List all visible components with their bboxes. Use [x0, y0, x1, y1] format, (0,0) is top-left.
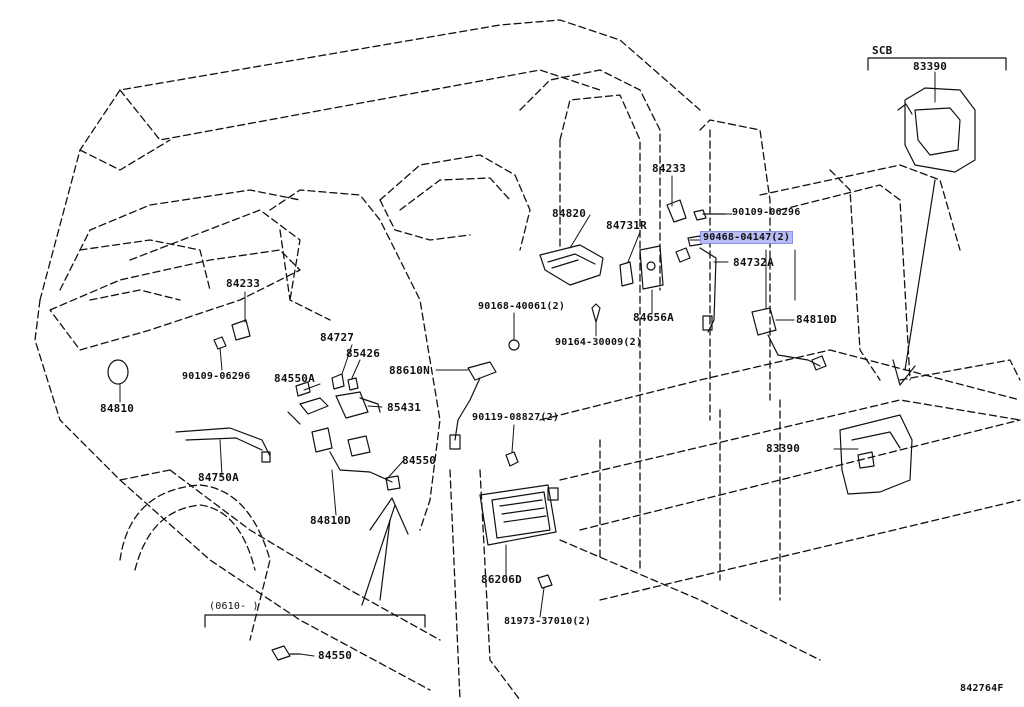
part-90109-06296-right[interactable]: 90109-06296	[732, 207, 801, 218]
part-84810-left[interactable]: 84810	[100, 402, 135, 415]
part-88610N[interactable]: 88610N	[389, 364, 430, 377]
part-86206D[interactable]: 86206D	[481, 573, 522, 586]
part-90109-06296-left[interactable]: 90109-06296	[182, 371, 251, 382]
date-range-bracket-label: (0610- )	[209, 601, 259, 612]
part-90119-08827[interactable]: 90119-08827(2)	[472, 412, 560, 423]
part-84550-bottom[interactable]: 84550	[318, 649, 353, 662]
part-90468-04147-highlighted[interactable]: 90468-04147(2)	[699, 231, 794, 244]
leader-lines	[119, 71, 936, 657]
part-84656A[interactable]: 84656A	[633, 311, 674, 324]
part-84550A[interactable]: 84550A	[274, 372, 315, 385]
cab-outline	[34, 19, 1021, 701]
part-83390-bottom[interactable]: 83390	[766, 442, 801, 455]
illustration-code: 842764F	[960, 683, 1004, 694]
part-84810D-right[interactable]: 84810D	[796, 313, 837, 326]
part-84732A[interactable]: 84732A	[733, 256, 774, 269]
part-84727[interactable]: 84727	[320, 331, 355, 344]
part-84233-left[interactable]: 84233	[226, 277, 261, 290]
part-84550-mid[interactable]: 84550	[402, 454, 437, 467]
component-sketches	[107, 57, 1007, 661]
part-90164-30009[interactable]: 90164-30009(2)	[555, 337, 643, 348]
scb-variant-label: SCB	[872, 44, 893, 57]
wheel-arch	[119, 484, 271, 641]
part-84820[interactable]: 84820	[552, 207, 587, 220]
part-84233-right[interactable]: 84233	[652, 162, 687, 175]
part-81973-37010[interactable]: 81973-37010(2)	[504, 616, 592, 627]
part-83390-top[interactable]: 83390	[913, 60, 948, 73]
part-85426[interactable]: 85426	[346, 347, 381, 360]
part-84731R[interactable]: 84731R	[606, 219, 647, 232]
part-84810D-bottom[interactable]: 84810D	[310, 514, 351, 527]
part-85431[interactable]: 85431	[387, 401, 422, 414]
part-84750A[interactable]: 84750A	[198, 471, 239, 484]
part-90168-40061[interactable]: 90168-40061(2)	[478, 301, 566, 312]
